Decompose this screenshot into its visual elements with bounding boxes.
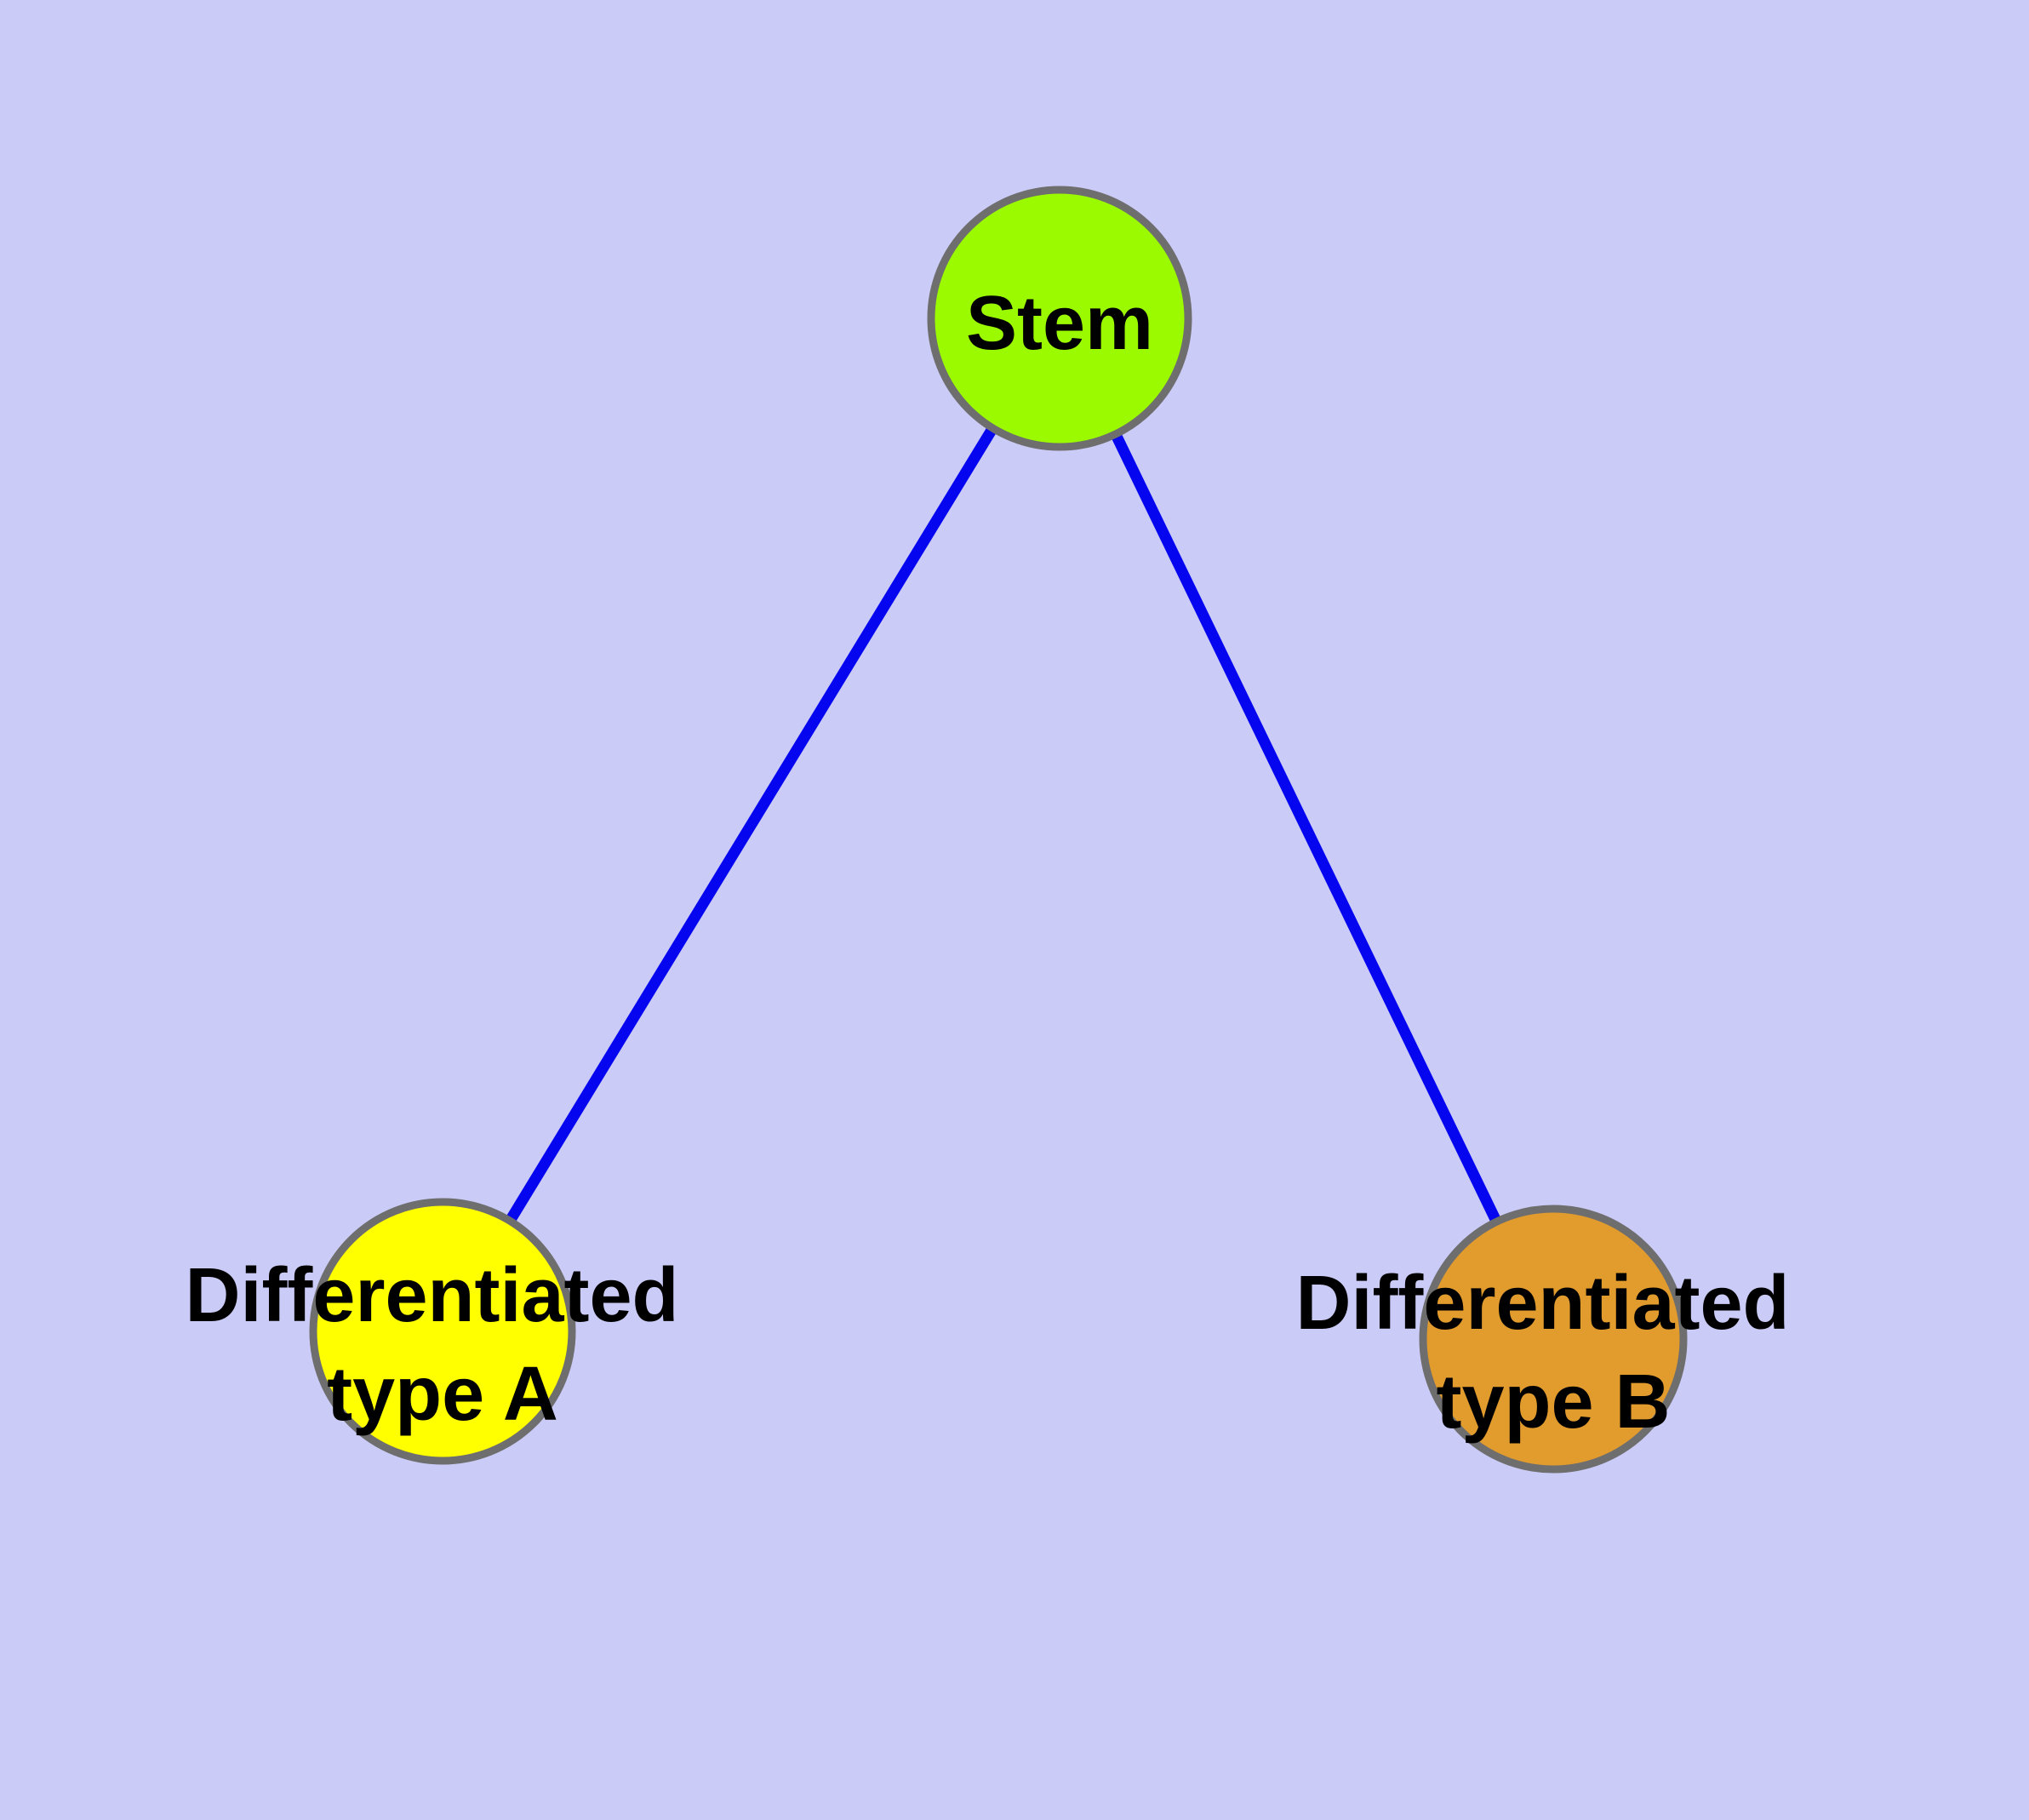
edge-stem-to-type-b	[1055, 316, 1558, 1342]
node-stem-label: Stem	[966, 281, 1153, 366]
node-differentiated-type-a-label-line2: type A	[327, 1352, 558, 1437]
node-differentiated-type-b-label-line2: type B	[1436, 1359, 1670, 1445]
node-differentiated-type-b-label-line1: Differentiated	[1295, 1261, 1789, 1346]
node-differentiated-type-a-circle	[309, 1198, 576, 1465]
node-differentiated-type-b-circle	[1419, 1205, 1688, 1474]
edge-stem-to-type-a	[437, 315, 1065, 1335]
node-differentiated-type-a-label-line1: Differentiated	[185, 1253, 678, 1338]
node-differentiated-type-a-label: Differentiated type A	[185, 1253, 700, 1437]
node-stem-circle	[927, 186, 1192, 451]
node-differentiated-type-b-label: Differentiated type B	[1295, 1261, 1810, 1445]
